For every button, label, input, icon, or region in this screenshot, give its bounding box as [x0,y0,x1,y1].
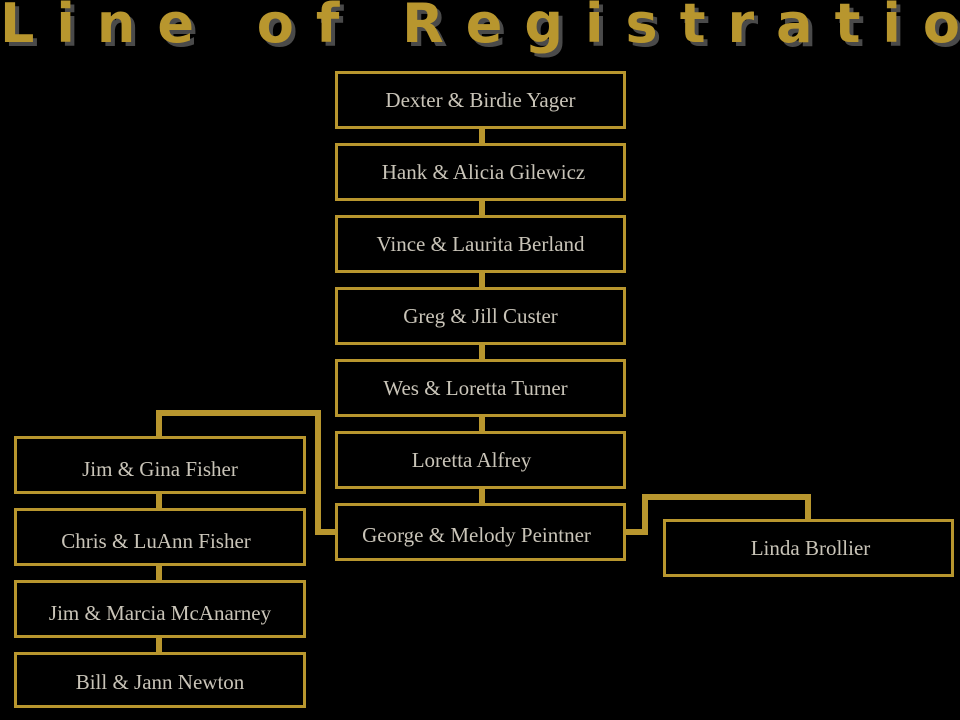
connector-peintner-fisher [156,410,336,535]
node-alfrey: Loretta Alfrey [335,431,626,489]
node-label: Loretta Alfrey [411,448,532,472]
node-peintner: George & Melody Peintner [335,503,626,561]
node-berland: Vince & Laurita Berland [335,215,626,273]
node-label: Greg & Jill Custer [403,303,558,328]
node-label: Wes & Loretta Turner [383,375,568,400]
node-custer: Greg & Jill Custer [335,287,626,345]
node-chris-luann-fisher: Chris & LuAnn Fisher [14,508,306,566]
node-newton: Bill & Jann Newton [14,652,306,708]
node-label: George & Melody Peintner [362,523,591,547]
node-turner: Wes & Loretta Turner [335,359,626,417]
node-label: Vince & Laurita Berland [376,231,585,256]
node-mcanarney: Jim & Marcia McAnarney [14,580,306,638]
connector-peintner-brollier [624,494,811,535]
node-label: Dexter & Birdie Yager [385,87,576,112]
node-label: Bill & Jann Newton [75,669,245,694]
node-brollier: Linda Brollier [663,519,954,577]
page-title: Line of Registration [0,0,960,55]
node-gilewicz: Hank & Alicia Gilewicz [335,143,626,201]
node-label: Linda Brollier [750,535,871,560]
node-jim-gina-fisher: Jim & Gina Fisher [14,436,306,494]
node-yager: Dexter & Birdie Yager [335,71,626,129]
node-label: Jim & Marcia McAnarney [48,600,272,625]
node-label: Jim & Gina Fisher [82,456,238,481]
node-label: Chris & LuAnn Fisher [61,528,251,553]
node-label: Hank & Alicia Gilewicz [381,159,586,184]
